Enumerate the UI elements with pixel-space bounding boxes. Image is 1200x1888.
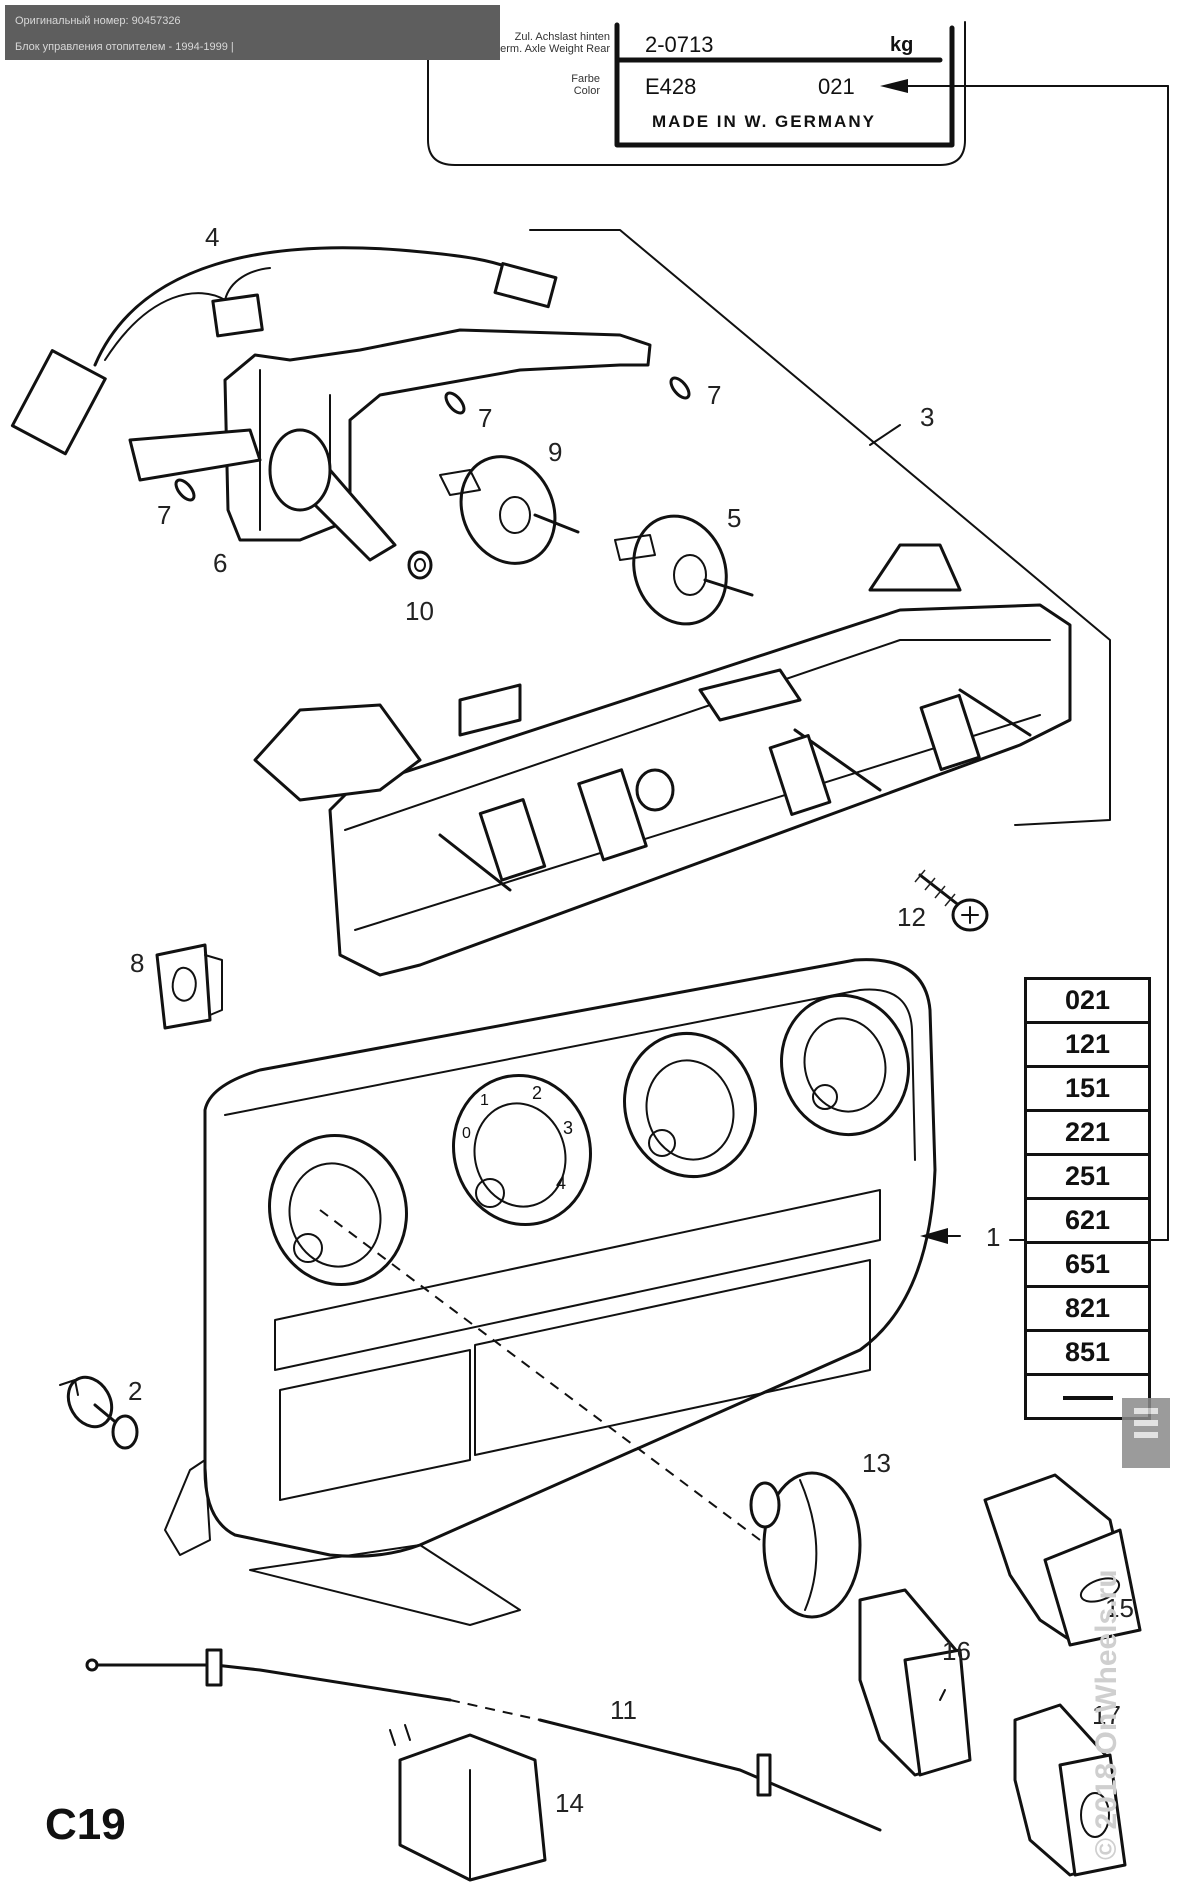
page-code: C19: [45, 1800, 126, 1849]
color-code-cell: 821: [1024, 1285, 1151, 1332]
arrow-icon: [880, 79, 908, 93]
axle-weight-value: 2-0713: [645, 32, 714, 57]
callout-7c: 7: [707, 380, 722, 410]
washer: [407, 550, 433, 580]
callout-1: 1: [986, 1222, 1001, 1252]
color-code-cell: 151: [1024, 1065, 1151, 1112]
callout-7a: 7: [157, 500, 172, 530]
color-code-row: 121: [1024, 1021, 1151, 1068]
callout-10: 10: [405, 596, 434, 626]
color-code-cell: 221: [1024, 1109, 1151, 1156]
color-code-row: 651: [1024, 1241, 1151, 1288]
color-code-cell: 251: [1024, 1153, 1151, 1200]
axle-weight-unit: kg: [890, 34, 914, 56]
arrow-icon: [920, 1228, 948, 1244]
callout-5: 5: [727, 503, 742, 533]
original-number-line: Оригинальный номер: 90457326: [15, 15, 181, 27]
screw: [914, 869, 989, 932]
callout-14: 14: [555, 1788, 584, 1818]
original-number: 90457326: [131, 15, 181, 27]
lever-assembly: [128, 328, 652, 562]
control-knob: [749, 1471, 862, 1619]
fan-speed-3: 3: [563, 1118, 574, 1138]
bowden-cable: [85, 1648, 882, 1832]
callout-8: 8: [130, 948, 145, 978]
made-in-text: MADE IN W. GERMANY: [652, 112, 876, 131]
switch-blank: [389, 1724, 547, 1882]
wiring-harness: [10, 246, 558, 456]
fan-speed-0: 0: [462, 1125, 471, 1142]
pin-7a: [174, 478, 196, 502]
callout-17: 17: [1092, 1700, 1121, 1730]
clip-nut: [155, 943, 223, 1030]
control-housing: [253, 543, 1072, 977]
color-code-cell: 651: [1024, 1241, 1151, 1288]
callout-6: 6: [213, 548, 228, 578]
rear-window-heater-switch: [983, 1473, 1142, 1647]
color-code-row: 151: [1024, 1065, 1151, 1112]
axle-weight-label-de: Zul. Achslast hinten: [514, 31, 610, 43]
id-plate-outer-border: [427, 21, 966, 166]
color-label-en: Color: [573, 85, 600, 97]
part-info-banner: Оригинальный номер: 90457326 Блок управл…: [5, 5, 500, 60]
part-description: Блок управления отопителем - 1994-1999 |: [15, 41, 234, 53]
color-code-row: 221: [1024, 1109, 1151, 1156]
dash-icon: [1062, 1395, 1113, 1400]
rotary-valve: [439, 455, 580, 565]
recirculation-switch: [858, 1588, 972, 1777]
leader-3: [869, 424, 901, 446]
color-code-cell: 621: [1024, 1197, 1151, 1244]
gm-logo-icon: [1122, 1398, 1170, 1468]
color-label-de: Farbe: [571, 73, 600, 85]
pin-7c: [669, 376, 691, 400]
original-number-label: Оригинальный номер:: [15, 15, 129, 27]
color-code-cell: 021: [1024, 977, 1151, 1024]
callout-4: 4: [205, 222, 220, 252]
front-bezel: [164, 958, 937, 1626]
rotary-switch: [614, 514, 754, 626]
color-code-table: 021 121 151 221 251 621 651 821 851: [1024, 977, 1151, 1420]
callout-11: 11: [610, 1695, 637, 1725]
axle-weight-label-en: Perm. Axle Weight Rear: [492, 43, 610, 55]
color-variant: 021: [818, 74, 855, 99]
color-code-row: 251: [1024, 1153, 1151, 1200]
color-code-row: 021: [1024, 977, 1151, 1024]
color-code-row: 621: [1024, 1197, 1151, 1244]
color-code: E428: [645, 74, 697, 99]
color-code-cell: 851: [1024, 1329, 1151, 1376]
color-code-row: 821: [1024, 1285, 1151, 1332]
color-code-row: 851: [1024, 1329, 1151, 1376]
leader-plate-to-table: [880, 79, 1169, 1241]
dial-recirculation: [780, 993, 910, 1137]
dial-fan-speed: [452, 1073, 592, 1227]
watermark: © 2018 OnWheels.ru: [1090, 1569, 1123, 1860]
callout-15: 15: [1105, 1593, 1134, 1623]
callout-9: 9: [548, 437, 563, 467]
callout-2: 2: [128, 1376, 143, 1406]
fan-speed-1: 1: [480, 1092, 489, 1109]
housing-shafts: [438, 688, 1032, 892]
callout-12: 12: [897, 902, 926, 932]
callout-7b: 7: [478, 403, 493, 433]
dial-air-distribution: [623, 1031, 757, 1179]
fan-speed-2: 2: [532, 1083, 543, 1103]
callout-3: 3: [920, 402, 935, 432]
callout-13: 13: [862, 1448, 891, 1478]
push-rivet: [59, 1375, 139, 1450]
seat-heater-switch: [1013, 1703, 1127, 1877]
callout-16: 16: [942, 1636, 971, 1666]
fan-speed-4: 4: [556, 1173, 567, 1193]
pin-7b: [444, 391, 466, 415]
color-code-cell: 121: [1024, 1021, 1151, 1068]
leader-housing-bracket: [529, 229, 1111, 826]
dial-temperature: [268, 1133, 408, 1287]
